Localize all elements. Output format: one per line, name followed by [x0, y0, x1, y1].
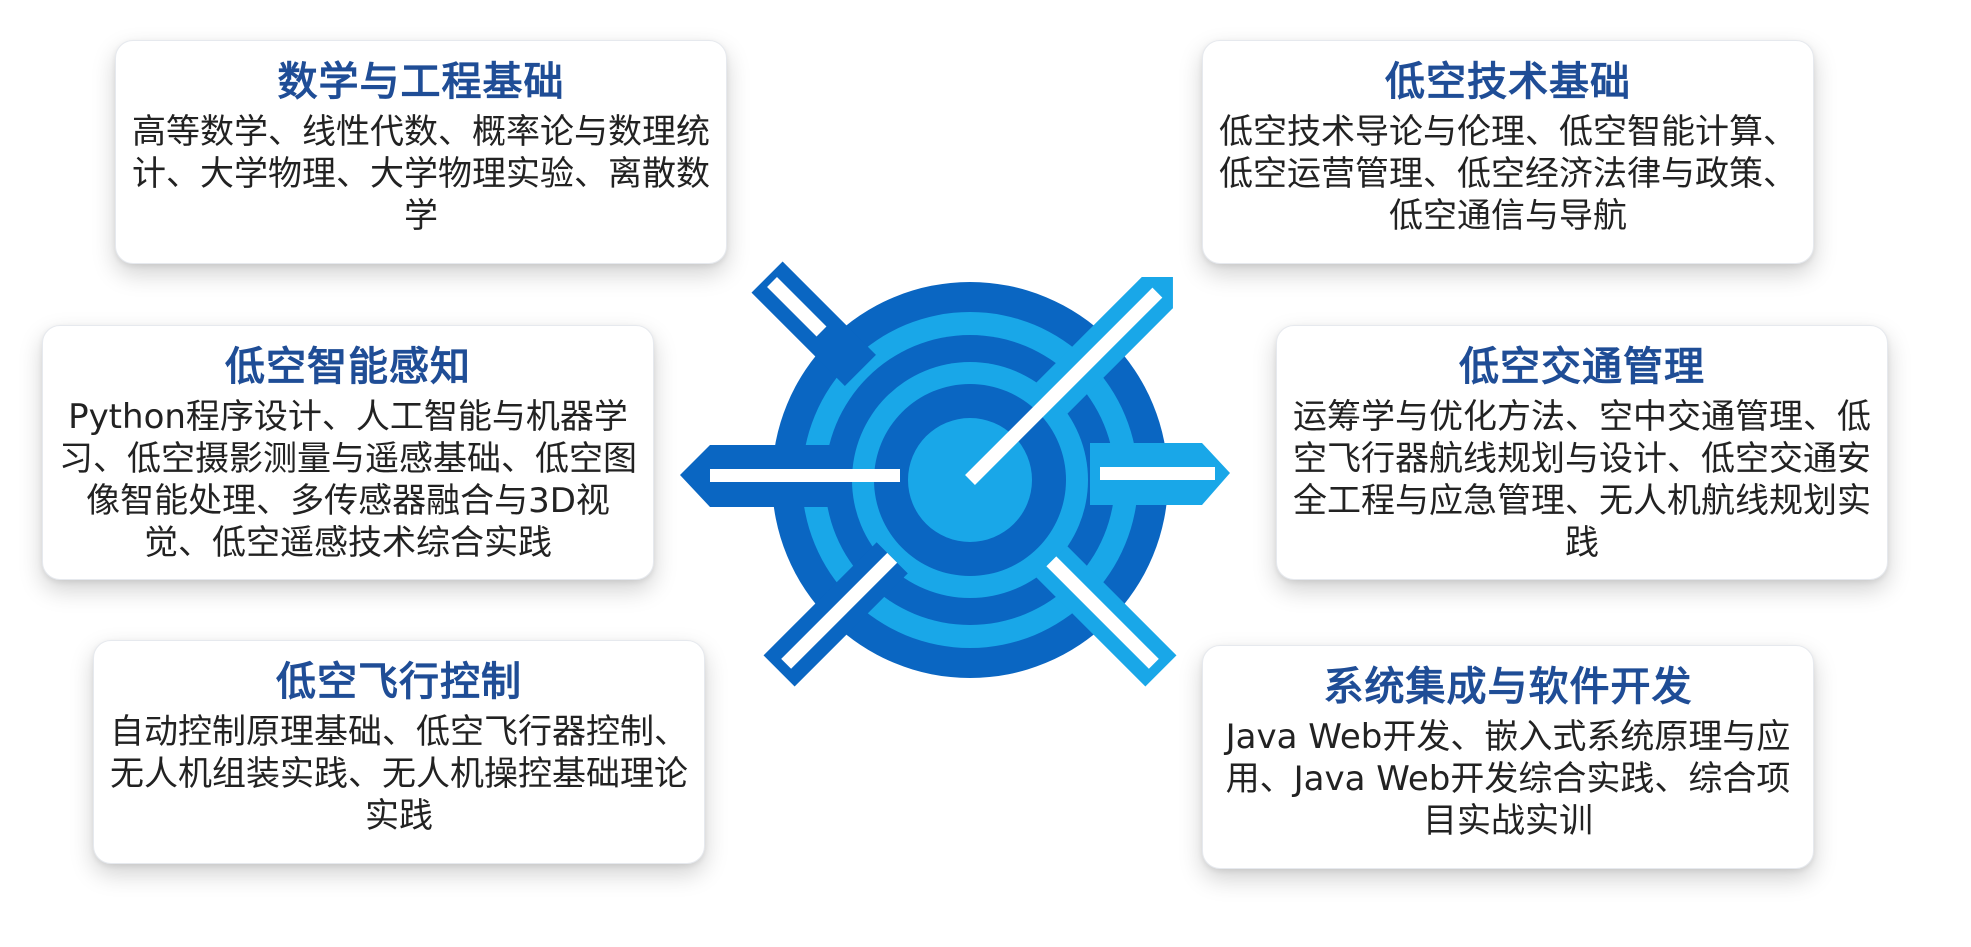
- bottom-right-spike: [763, 542, 908, 687]
- card-lowalt-tech: 低空技术基础 低空技术导论与伦理、低空智能计算、低空运营管理、低空经济法律与政策…: [1202, 40, 1814, 264]
- card-title: 低空智能感知: [225, 344, 471, 390]
- target-compass-icon: [680, 261, 1230, 687]
- top-right-spike: [751, 261, 876, 386]
- card-traffic: 低空交通管理 运筹学与优化方法、空中交通管理、低空飞行器航线规划与设计、低空交通…: [1276, 325, 1888, 580]
- card-title: 低空技术基础: [1385, 59, 1631, 105]
- card-body: Java Web开发、嵌入式系统原理与应用、Java Web开发综合实践、综合项…: [1225, 717, 1791, 841]
- top-left-spike: [965, 277, 1173, 485]
- bottom-left-spike: [1035, 545, 1177, 687]
- card-perception: 低空智能感知 Python程序设计、人工智能与机器学习、低空摄影测量与遥感基础、…: [42, 325, 654, 580]
- right-spike-stripe: [1100, 467, 1215, 480]
- card-body: 低空技术导论与伦理、低空智能计算、低空运营管理、低空经济法律与政策、低空通信与导…: [1219, 112, 1797, 236]
- card-body: 运筹学与优化方法、空中交通管理、低空飞行器航线规划与设计、低空交通安全工程与应急…: [1293, 397, 1871, 563]
- card-title: 低空交通管理: [1459, 344, 1705, 390]
- card-body: Python程序设计、人工智能与机器学习、低空摄影测量与遥感基础、低空图像智能处…: [59, 397, 637, 563]
- card-title: 数学与工程基础: [277, 59, 565, 105]
- card-flight-control: 低空飞行控制 自动控制原理基础、低空飞行器控制、无人机组装实践、无人机操控基础理…: [93, 640, 705, 864]
- card-math-engineering: 数学与工程基础 高等数学、线性代数、概率论与数理统计、大学物理、大学物理实验、离…: [115, 40, 727, 264]
- card-title: 系统集成与软件开发: [1323, 664, 1693, 710]
- card-integration: 系统集成与软件开发 Java Web开发、嵌入式系统原理与应用、Java Web…: [1202, 645, 1814, 869]
- card-body: 高等数学、线性代数、概率论与数理统计、大学物理、大学物理实验、离散数学: [132, 112, 710, 236]
- left-spike-stripe: [710, 469, 900, 482]
- card-title: 低空飞行控制: [276, 659, 522, 705]
- card-body: 自动控制原理基础、低空飞行器控制、无人机组装实践、无人机操控基础理论实践: [110, 712, 688, 836]
